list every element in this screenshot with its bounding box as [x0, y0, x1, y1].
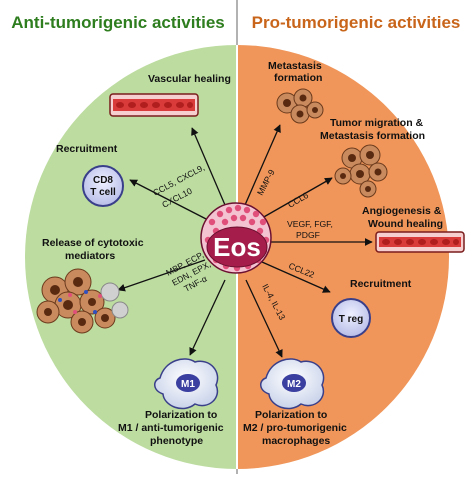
- tumor-migration-label-2: Metastasis formation: [320, 130, 425, 142]
- m2-label: M2: [287, 379, 301, 390]
- angiogenesis-label-1: Angiogenesis &: [362, 205, 442, 217]
- metastasis-label-1: Metastasis: [268, 60, 322, 72]
- metastasis-label-2: formation: [274, 72, 322, 84]
- cd8-label: CD8: [93, 175, 113, 186]
- blood-vessel-right: [375, 231, 465, 253]
- arrow-treg: [261, 261, 331, 293]
- m1-macrophage: M1: [154, 358, 219, 410]
- arrow-tumor-migration: [261, 177, 333, 219]
- eos-nucleus: [206, 226, 268, 268]
- treg-cell: T reg: [331, 298, 371, 338]
- arrow-cytotoxic: [117, 259, 206, 292]
- vascular-healing-label: Vascular healing: [148, 73, 231, 85]
- tumor-migration-cells: [334, 144, 388, 198]
- m2-polarization-1: Polarization to: [255, 409, 327, 421]
- cytotoxic-label-2: mediators: [65, 250, 115, 262]
- arrow-cd8: [129, 179, 213, 223]
- arrows: [117, 124, 373, 358]
- angiogenesis-label-2: Wound healing: [368, 218, 443, 230]
- arrow-m2: [245, 279, 283, 358]
- metastasis-cells: [276, 88, 324, 124]
- m1-polarization-1: Polarization to: [145, 409, 217, 421]
- m2-macrophage: M2: [260, 358, 325, 410]
- m2-polarization-3: macrophages: [262, 435, 330, 447]
- arrow-metastasis: [244, 124, 281, 206]
- left-title: Anti-tumorigenic activities: [11, 13, 224, 32]
- m1-label: M1: [181, 379, 195, 390]
- eos-label: Eos: [213, 232, 261, 262]
- eosinophil: Eos: [200, 202, 272, 274]
- m1-polarization-2: M1 / anti-tumorigenic: [118, 422, 224, 434]
- arrow-vascular: [191, 127, 226, 206]
- cd8-t-cell: CD8 T cell: [82, 165, 124, 207]
- tumor-migration-label-1: Tumor migration &: [330, 117, 424, 129]
- right-title: Pro-tumorigenic activities: [252, 13, 461, 32]
- vegf-text-2: PDGF: [296, 230, 320, 240]
- m2-polarization-2: M2 / pro-tumorigenic: [243, 422, 347, 434]
- tumor-cells-cytotoxic: [36, 268, 129, 334]
- arrow-m1: [189, 279, 226, 356]
- t-cell-label: T cell: [90, 187, 116, 198]
- anti-recruitment-label: Recruitment: [56, 143, 118, 155]
- treg-label: T reg: [339, 314, 363, 325]
- pro-recruitment-label: Recruitment: [350, 278, 412, 290]
- cytotoxic-label-1: Release of cytotoxic: [42, 237, 144, 249]
- m1-polarization-3: phenotype: [150, 435, 203, 447]
- vegf-text-1: VEGF, FGF,: [287, 219, 333, 229]
- blood-vessel-left: [109, 93, 199, 117]
